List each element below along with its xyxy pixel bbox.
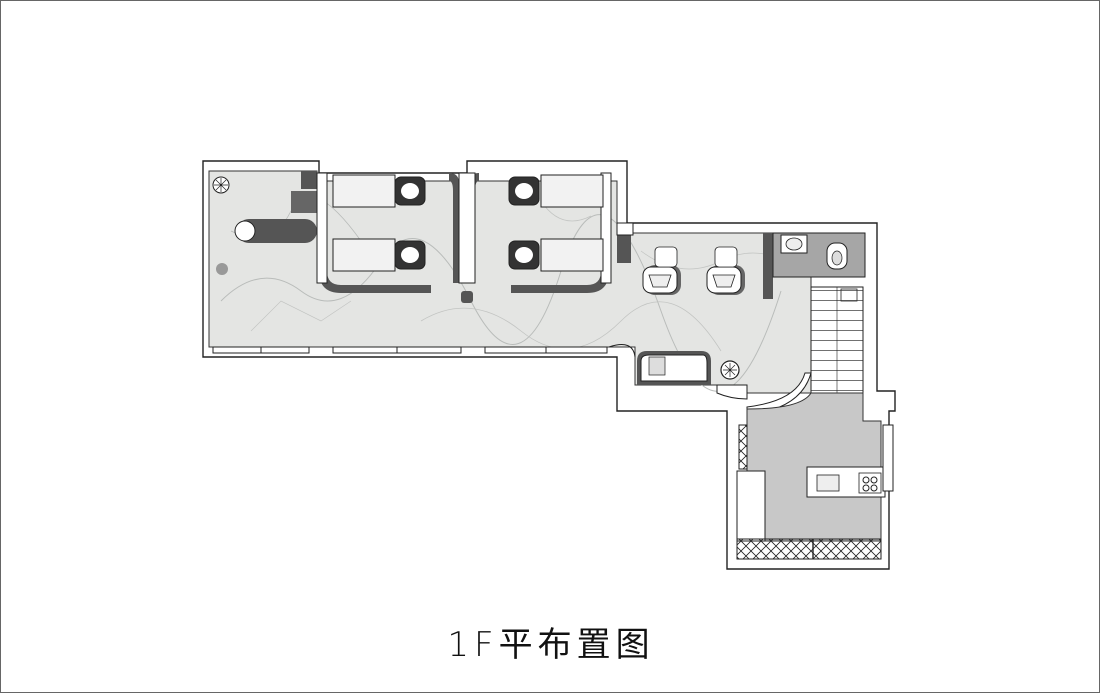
windows — [212, 346, 608, 354]
bathroom — [772, 232, 866, 302]
kitchen — [736, 392, 894, 560]
armchair-icon — [642, 246, 745, 295]
round-table — [234, 220, 256, 242]
toilet-icon — [826, 242, 848, 270]
plant-icon — [212, 176, 740, 380]
sink-icon — [816, 474, 840, 492]
wash-bed-icon — [332, 174, 604, 272]
interior-walls — [316, 172, 634, 284]
entry-door — [608, 344, 748, 400]
sofa-icon — [637, 351, 711, 385]
drawing-caption: 1F平布置图 — [447, 625, 655, 665]
stair-icon — [810, 286, 864, 394]
stove-icon — [858, 472, 882, 494]
